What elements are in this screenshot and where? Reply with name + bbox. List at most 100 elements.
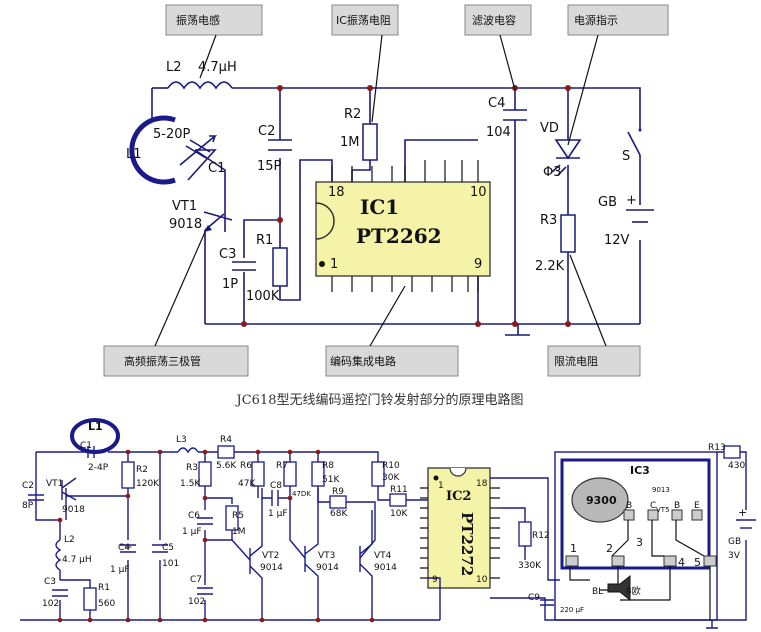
b-vt2: VT2 — [262, 551, 279, 561]
ic1-pin10: 10 — [470, 185, 487, 200]
b-r2-val: 120K — [136, 479, 160, 489]
callout-filter-cap — [464, 4, 532, 36]
ic1-pin9: 9 — [474, 257, 482, 272]
resistor-r2-body — [362, 123, 378, 161]
b-r4: R4 — [220, 435, 232, 445]
b-vt4: VT4 — [374, 551, 392, 561]
b-r13: R13 — [708, 443, 726, 453]
l2-label: L2 — [166, 60, 182, 75]
vd-label: VD — [540, 121, 559, 136]
b-pin2: 2 — [606, 542, 613, 555]
c4-value: 104 — [486, 125, 511, 140]
c3-label: C3 — [219, 247, 236, 262]
b-pin-b2: B — [674, 501, 680, 511]
l2-value: 4.7μH — [198, 60, 237, 75]
ic2-chip-body — [427, 467, 491, 589]
b-l1: L1 — [88, 420, 103, 433]
callout-current-limit-resistor — [547, 345, 641, 377]
r1-value: 100K — [246, 289, 280, 304]
callout-filter-cap-text: 滤波电容 — [472, 13, 516, 27]
b-ic3-vt: VT5 — [656, 506, 670, 514]
b-gb: GB — [728, 537, 741, 547]
c1-label: C1 — [208, 161, 225, 176]
b-c4-val: 1 μF — [110, 565, 130, 575]
loop-inductor-l1-bottom — [70, 418, 120, 454]
callout-ic-osc-resistor-text: IC振荡电阻 — [336, 13, 391, 27]
b-l2-val: 4.7 μH — [62, 555, 92, 565]
b-pin-e: E — [694, 501, 700, 511]
l1-label: L1 — [126, 147, 142, 162]
b-c6-val: 1 μF — [182, 527, 202, 537]
diagram-caption: JC618型无线编码遥控门铃发射部分的原理电路图 — [235, 392, 524, 408]
b-vt1-model: 9018 — [62, 505, 85, 515]
callout-hf-transistor — [103, 345, 249, 377]
top-circuit: L2 4.7μH L1 5-20P C1 VT1 9018 C3 1P C2 1… — [126, 60, 654, 336]
b-r9-val: 68K — [330, 509, 348, 519]
b-r6-val: 47K — [238, 479, 256, 489]
callout-power-indicator-text: 电源指示 — [574, 13, 618, 27]
b-r12-val: 330K — [518, 561, 542, 571]
c4-label: C4 — [488, 96, 505, 111]
r2-value: 1M — [340, 135, 360, 150]
b-r1-val: 560 — [98, 599, 115, 609]
b-r5: R5 — [232, 511, 244, 521]
b-vt2-model: 9014 — [260, 563, 283, 573]
b-vt4-model: 9014 — [374, 563, 397, 573]
gb-label: GB — [598, 195, 617, 210]
callout-oscillator-inductor — [165, 4, 263, 36]
b-c3-val: 102 — [42, 599, 59, 609]
callout-hf-transistor-text: 高频振荡三极管 — [124, 354, 201, 368]
b-pin5: 5 — [694, 556, 701, 569]
b-r8: R8 — [322, 461, 334, 471]
b-c7: C7 — [190, 575, 202, 585]
b-vt3-model: 9014 — [316, 563, 339, 573]
b-bl-val: 8欧 — [626, 585, 641, 597]
resistor-r1-body — [272, 247, 288, 287]
b-ic2-model: PT2272 — [458, 512, 476, 576]
r2-label: R2 — [344, 107, 361, 122]
ic3-sound-chip — [571, 477, 629, 523]
b-c5-val: 101 — [162, 559, 179, 569]
b-c4: C4 — [118, 543, 130, 553]
b-c1: C1 — [80, 441, 92, 451]
gb-plus: + — [626, 193, 637, 208]
b-r3-val: 1.5K — [180, 479, 201, 489]
b-c7-val: 102 — [188, 597, 205, 607]
b-pin4: 4 — [678, 556, 685, 569]
b-vt3: VT3 — [318, 551, 335, 561]
b-c8-val: 1 μF — [268, 509, 288, 519]
c1-range: 5-20P — [153, 127, 191, 142]
b-ic2-pin1: 1 — [438, 481, 444, 491]
b-ic2-pin18: 18 — [476, 479, 488, 489]
b-r3: R3 — [186, 463, 198, 473]
gb-value: 12V — [604, 233, 630, 248]
b-pin-c: C — [650, 501, 656, 511]
inductor-l2-symbol — [167, 81, 233, 90]
b-ic2-pin10: 10 — [476, 575, 488, 585]
c2-label: C2 — [258, 124, 275, 139]
b-c2: C2 — [22, 481, 34, 491]
ic1-model: PT2262 — [356, 224, 442, 248]
resistor-r3-body — [560, 214, 576, 253]
callout-current-limit-resistor-text: 限流电阻 — [554, 354, 598, 368]
b-l2: L2 — [64, 535, 75, 545]
b-c6: C6 — [188, 511, 200, 521]
vt1-label: VT1 — [172, 199, 197, 214]
callout-ic-osc-resistor — [331, 4, 399, 36]
b-gb-val: 3V — [728, 551, 741, 561]
ic3-outline — [554, 451, 718, 621]
ic1-pin18: 18 — [328, 185, 345, 200]
bottom-circuit: L1 C1 2-4P C2 8P VT1 9018 R2 120K L2 4.7… — [20, 418, 756, 629]
r3-value: 2.2K — [535, 259, 565, 274]
r3-label: R3 — [540, 213, 557, 228]
b-r4-val: 5.6K — [216, 461, 237, 471]
b-r7-val: 47DK — [292, 490, 311, 498]
callouts: 振荡电感 IC振荡电阻 滤波电容 电源指示 高频振荡三极管 编码集成电路 限流电… — [103, 4, 669, 377]
switch-s-label: S — [622, 149, 630, 164]
b-r1: R1 — [98, 583, 110, 593]
b-c1-val: 2-4P — [88, 463, 109, 473]
b-c5: C5 — [162, 543, 174, 553]
vt1-model: 9018 — [169, 217, 202, 232]
b-r13-val: 430 — [728, 461, 745, 471]
